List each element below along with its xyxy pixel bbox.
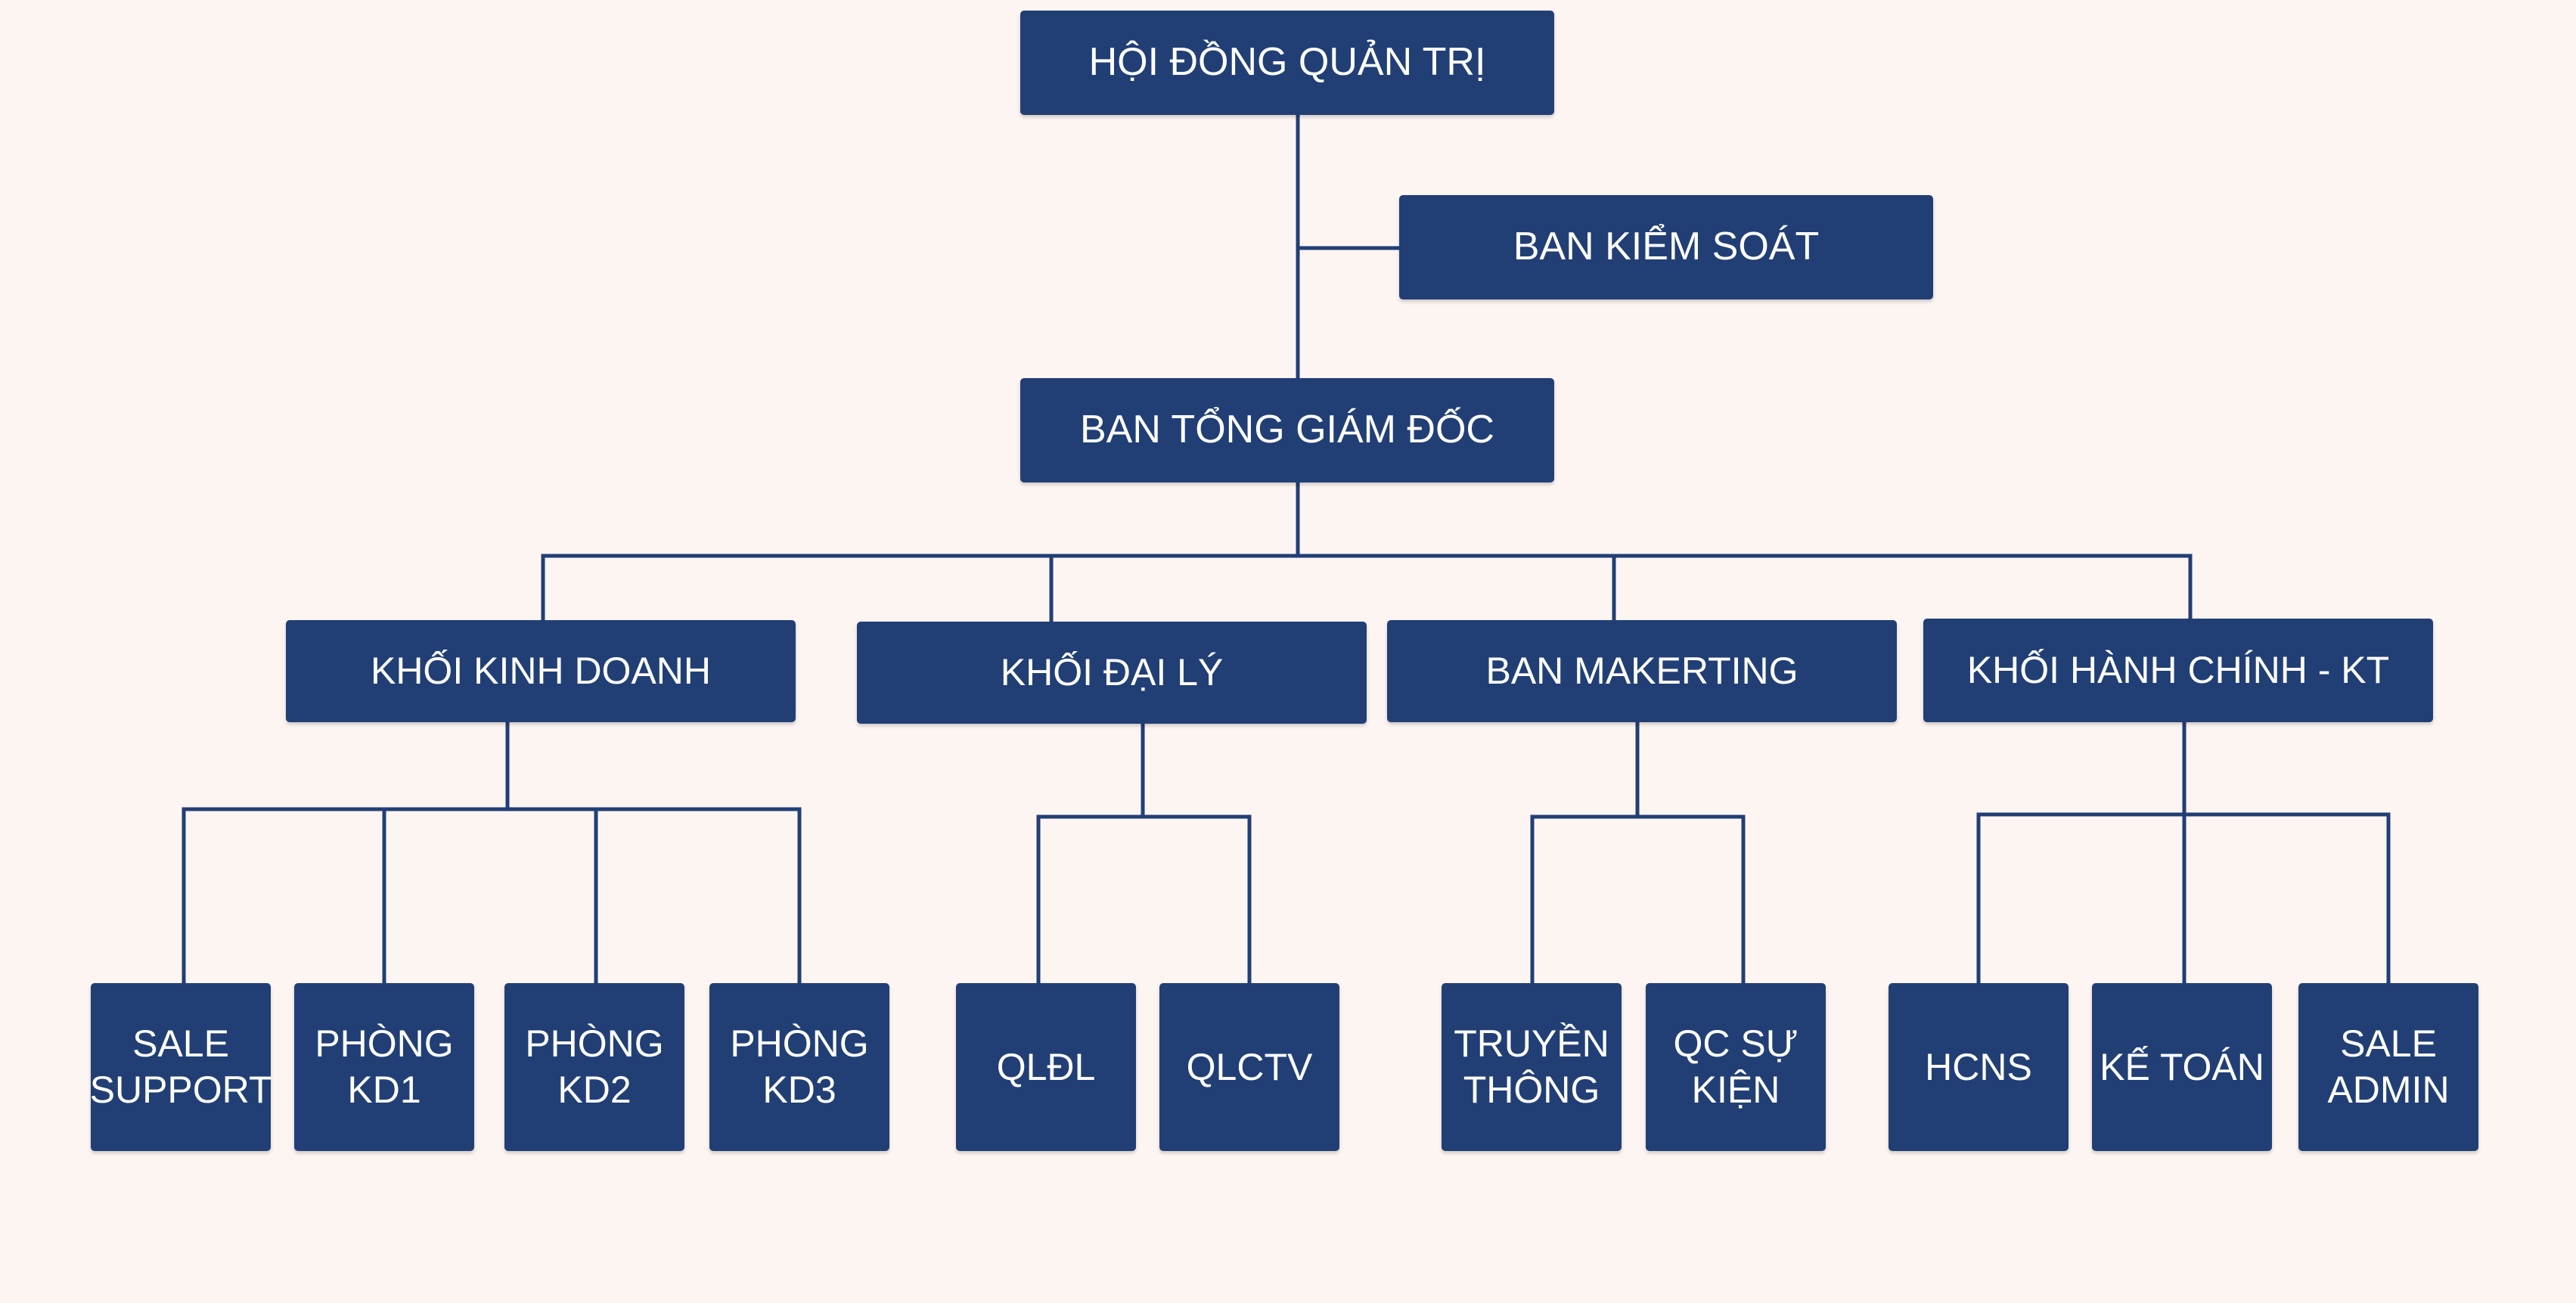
node-agency-block: KHỐI ĐẠI LÝ — [857, 622, 1367, 724]
node-admin-block: KHỐI HÀNH CHÍNH - KT — [1923, 619, 2433, 722]
node-marketing: BAN MAKERTING — [1387, 620, 1897, 722]
node-executive: BAN TỔNG GIÁM ĐỐC — [1020, 378, 1554, 482]
node-accounting: KẾ TOÁN — [2092, 983, 2272, 1151]
node-qldl: QLĐL — [956, 983, 1136, 1151]
node-hcns: HCNS — [1889, 983, 2069, 1151]
node-qlctv: QLCTV — [1159, 983, 1339, 1151]
node-board: HỘI ĐỒNG QUẢN TRỊ — [1020, 11, 1554, 115]
node-supervisory: BAN KIỂM SOÁT — [1399, 195, 1933, 299]
node-sales-block: KHỐI KINH DOANH — [286, 620, 796, 722]
